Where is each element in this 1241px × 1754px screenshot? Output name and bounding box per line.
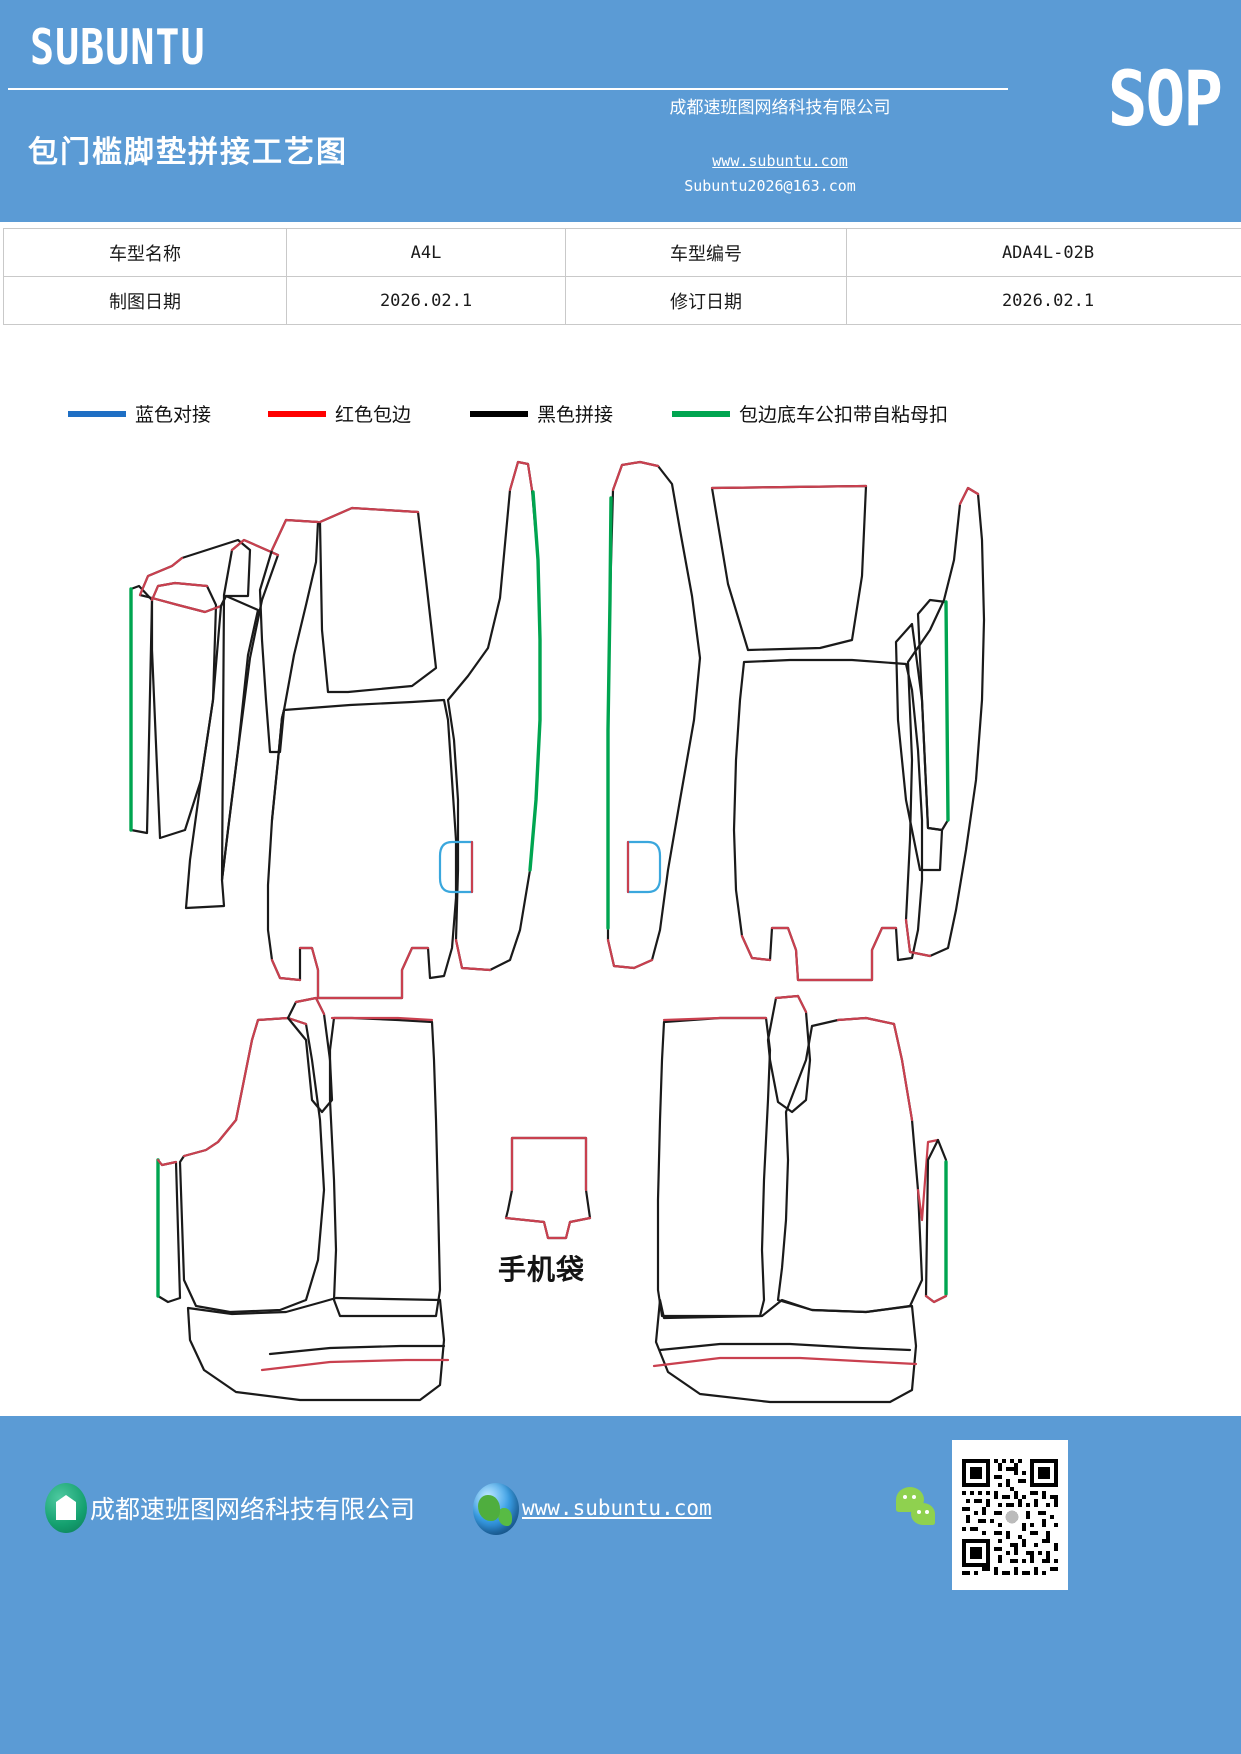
- part-phone-pocket-left: [438, 840, 474, 894]
- part-rear-right-center-big: [656, 1016, 772, 1318]
- header-email: Subuntu2026@163.com: [684, 177, 856, 195]
- part-left-main-body: [266, 698, 458, 1000]
- part-left-upper-wing: [138, 538, 252, 614]
- wechat-dot: [903, 1495, 907, 1499]
- legend-item-red: 红色包边: [268, 400, 411, 427]
- sop-badge: SOP: [1107, 55, 1223, 144]
- cell-model-name-value: A4L: [286, 228, 566, 277]
- legend: 蓝色对接 红色包边 黑色拼接 包边底车公扣带自粘母扣: [0, 400, 1241, 440]
- legend-label: 蓝色对接: [135, 404, 212, 426]
- cell-model-code-label: 车型编号: [565, 228, 847, 277]
- cell-model-code-value: ADA4L-02B: [846, 228, 1241, 277]
- header-website-link[interactable]: www.subuntu.com: [712, 152, 848, 170]
- brand-logo-text: SUBUNTU: [30, 20, 206, 77]
- cell-revision-date-value: 2026.02.1: [846, 276, 1241, 325]
- legend-label: 黑色拼接: [537, 404, 614, 426]
- legend-swatch-icon: [68, 410, 126, 417]
- part-right-main-body: [732, 658, 924, 982]
- building-icon: [45, 1483, 87, 1533]
- legend-item-blue: 蓝色对接: [68, 400, 211, 427]
- cell-model-name-label: 车型名称: [3, 228, 287, 277]
- page-header: SUBUNTU 包门槛脚垫拼接工艺图 成都速班图网络科技有限公司 www.sub…: [0, 0, 1241, 222]
- cell-draw-date-value: 2026.02.1: [286, 276, 566, 325]
- floor-mat-pattern-svg: [129, 460, 986, 1404]
- part-rear-right-side-panel: [776, 1016, 940, 1314]
- part-rear-right-narrow-tab: [766, 994, 812, 1114]
- legend-item-green: 包边底车公扣带自粘母扣: [672, 400, 948, 427]
- part-phone-pocket-right: [626, 840, 662, 894]
- part-rear-center-small: [504, 1136, 592, 1240]
- wechat-bubble-small: [911, 1503, 935, 1525]
- part-rear-left-side-panel: [178, 1016, 326, 1314]
- part-right-left-green-panel: [606, 460, 702, 970]
- wechat-dot: [912, 1495, 916, 1499]
- cell-draw-date-label: 制图日期: [3, 276, 287, 325]
- cell-revision-date-label: 修订日期: [565, 276, 847, 325]
- table-row: 车型名称 A4L 车型编号 ADA4L-02B: [3, 228, 1241, 277]
- part-rear-left-center-big: [328, 1016, 442, 1318]
- qr-code-svg: [958, 1447, 1062, 1583]
- part-rear-right-bottom: [652, 1298, 918, 1404]
- wechat-dot: [925, 1510, 929, 1514]
- phone-pocket-label: 手机袋: [498, 1253, 586, 1286]
- legend-item-black: 黑色拼接: [470, 400, 613, 427]
- part-left-long-panel: [150, 581, 218, 840]
- part-left-sill-strip: [129, 584, 154, 835]
- footer-company-name: 成都速班图网络科技有限公司: [90, 1495, 416, 1524]
- header-divider: [8, 88, 1008, 90]
- legend-swatch-icon: [268, 410, 326, 417]
- wechat-dot: [917, 1510, 921, 1514]
- globe-icon: [473, 1483, 519, 1535]
- part-left-diagonal-3: [258, 518, 320, 754]
- legend-label: 包边底车公扣带自粘母扣: [739, 404, 949, 426]
- technical-drawing-area: 手机袋: [0, 400, 1241, 1420]
- part-rear-left-bottom: [186, 1296, 450, 1402]
- legend-swatch-icon: [672, 410, 730, 417]
- part-left-right-green-strip: [528, 490, 542, 872]
- part-left-outer-curve: [446, 460, 542, 972]
- wechat-icon: [896, 1487, 942, 1533]
- part-left-diagonal-2: [220, 538, 280, 882]
- part-rear-right-green-strip: [924, 1138, 948, 1304]
- part-rear-left-green-strip: [156, 1158, 182, 1304]
- part-right-extra-strip: [894, 622, 944, 872]
- legend-label: 红色包边: [335, 404, 412, 426]
- header-company-name: 成都速班图网络科技有限公司: [669, 98, 891, 118]
- qr-code[interactable]: [952, 1440, 1068, 1590]
- part-rear-left-narrow-tab: [286, 996, 334, 1114]
- part-left-top-trapezoid: [318, 506, 438, 694]
- part-right-outer-curve: [904, 486, 986, 958]
- page-title: 包门槛脚垫拼接工艺图: [28, 135, 348, 170]
- table-row: 制图日期 2026.02.1 修订日期 2026.02.1: [3, 276, 1241, 325]
- legend-swatch-icon: [470, 410, 528, 417]
- vehicle-info-table: 车型名称 A4L 车型编号 ADA4L-02B 制图日期 2026.02.1 修…: [3, 228, 1241, 325]
- part-right-top-trapezoid: [710, 484, 868, 652]
- footer-website-link[interactable]: www.subuntu.com: [522, 1496, 712, 1520]
